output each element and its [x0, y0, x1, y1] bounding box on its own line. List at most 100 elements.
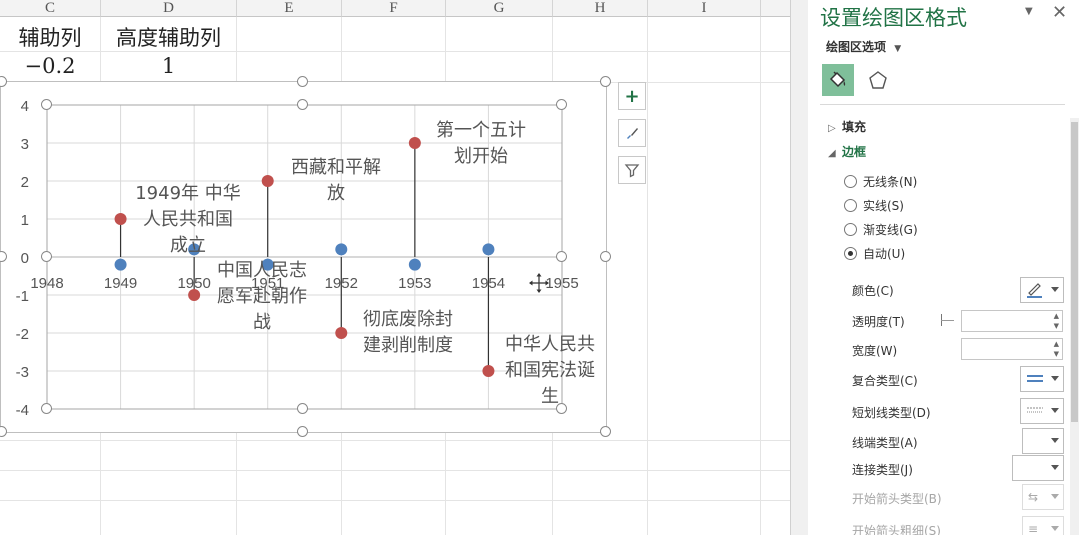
annotation-1954[interactable]: 中华人民共 和国宪法诞 生	[495, 332, 605, 410]
chart-handle-br[interactable]	[600, 426, 611, 437]
width-spinner[interactable]: ▲ ▼	[961, 338, 1063, 360]
dash-type-label: 短划线类型(D)	[852, 406, 931, 420]
annotation-1949-text: 1949年 中华 人民共和国 成立	[135, 183, 241, 256]
annotation-1954-text: 中华人民共 和国宪法诞 生	[505, 334, 595, 407]
plot-handle-ml[interactable]	[41, 251, 52, 262]
radio-automatic[interactable]: 自动(U)	[844, 245, 905, 262]
column-header-c[interactable]: C	[0, 0, 101, 17]
column-header-h[interactable]: H	[553, 0, 648, 17]
data-point-blue[interactable]	[482, 243, 495, 256]
chart-handle-tm[interactable]	[297, 76, 308, 87]
begin-arrow-size-label: 开始箭头粗细(S)	[852, 524, 941, 535]
column-header-j[interactable]	[761, 0, 790, 17]
chart-filters-button[interactable]	[618, 156, 646, 184]
begin-arrow-type-label: 开始箭头类型(B)	[852, 492, 942, 506]
data-point-blue[interactable]	[408, 258, 421, 271]
plot-handle-br[interactable]	[556, 403, 567, 414]
cell-c2[interactable]: −0.2	[24, 54, 76, 78]
data-point-red[interactable]	[335, 327, 348, 339]
move-cursor-icon	[529, 273, 549, 293]
column-header-e[interactable]: E	[237, 0, 342, 17]
lines-icon: ≡	[1028, 522, 1039, 535]
data-point-red[interactable]	[261, 175, 274, 187]
radio-circle[interactable]	[844, 175, 857, 188]
plot-handle-tm[interactable]	[297, 99, 308, 110]
spin-down-icon[interactable]: ▼	[1053, 322, 1059, 330]
chart-handle-mr[interactable]	[600, 251, 611, 262]
cell-d1[interactable]: 高度辅助列	[116, 26, 221, 50]
transparency-slider[interactable]	[940, 314, 954, 326]
plot-handle-tl[interactable]	[41, 99, 52, 110]
data-point-red[interactable]	[114, 213, 127, 225]
y-tick-label: 0	[21, 250, 29, 267]
radio-solid-line-label: 实线(S)	[863, 199, 904, 213]
radio-circle-selected[interactable]	[844, 247, 857, 260]
chart-handle-bm[interactable]	[297, 426, 308, 437]
annotation-1949[interactable]: 1949年 中华 人民共和国 成立	[133, 181, 243, 259]
chart-handle-ml[interactable]	[0, 251, 7, 262]
spin-up-icon[interactable]: ▲	[1053, 340, 1059, 348]
chart-elements-button[interactable]: +	[618, 82, 646, 110]
chevron-down-icon: ◢	[828, 148, 836, 159]
cell-d2[interactable]: 1	[161, 54, 176, 78]
effects-tab[interactable]	[864, 66, 892, 94]
radio-gradient-line[interactable]: 渐变线(G)	[844, 221, 918, 238]
radio-no-line-label: 无线条(N)	[863, 175, 918, 189]
radio-gradient-line-label: 渐变线(G)	[863, 223, 918, 237]
spin-up-icon[interactable]: ▲	[1053, 312, 1059, 320]
data-point-red[interactable]	[408, 137, 421, 149]
data-point-red[interactable]	[482, 365, 495, 377]
funnel-icon	[624, 164, 640, 178]
data-point-red[interactable]	[188, 289, 201, 301]
column-header-d[interactable]: D	[101, 0, 237, 17]
column-header-f[interactable]: F	[342, 0, 446, 17]
plot-handle-bm[interactable]	[297, 403, 308, 414]
chart-handle-tr[interactable]	[600, 76, 611, 87]
fill-line-tab[interactable]	[822, 64, 854, 96]
fill-section-header[interactable]: ▷填充	[828, 118, 866, 135]
annotation-1952[interactable]: 彻底废除封 建剥削制度	[353, 307, 463, 359]
annotation-1951-text: 西藏和平解 放	[291, 157, 381, 204]
annotation-1952-text: 彻底废除封 建剥削制度	[363, 309, 453, 356]
column-header-g[interactable]: G	[446, 0, 553, 17]
chart-styles-button[interactable]	[618, 119, 646, 147]
transparency-spinner[interactable]: ▲ ▼	[961, 310, 1063, 332]
radio-circle[interactable]	[844, 199, 857, 212]
pane-options-dropdown-icon[interactable]: ▼	[1025, 6, 1033, 17]
chart-handle-bl[interactable]	[0, 426, 7, 437]
plot-area-options-dropdown[interactable]: 绘图区选项 ▼	[826, 38, 901, 55]
cap-type-dropdown[interactable]	[1022, 428, 1064, 454]
radio-circle[interactable]	[844, 223, 857, 236]
annotation-1951[interactable]: 西藏和平解 放	[281, 155, 391, 207]
pen-color-icon	[1027, 283, 1042, 298]
begin-arrow-size-dropdown: ≡	[1022, 516, 1064, 535]
border-section-header[interactable]: ◢边框	[828, 143, 866, 160]
y-tick-label: -4	[16, 402, 29, 419]
color-picker-button[interactable]	[1020, 277, 1064, 303]
x-tick-label: 1951	[251, 275, 284, 292]
sheet-vertical-scrollbar[interactable]	[790, 0, 809, 535]
data-point-blue[interactable]	[261, 258, 274, 271]
cell-c1[interactable]: 辅助列	[18, 26, 82, 50]
chart-handle-tl[interactable]	[0, 76, 7, 87]
radio-no-line[interactable]: 无线条(N)	[844, 173, 917, 190]
data-point-blue[interactable]	[335, 243, 348, 256]
radio-solid-line[interactable]: 实线(S)	[844, 197, 904, 214]
compound-type-dropdown[interactable]	[1020, 366, 1064, 392]
column-header-i[interactable]: I	[648, 0, 761, 17]
dash-type-dropdown[interactable]	[1020, 398, 1064, 424]
data-point-blue[interactable]	[114, 258, 127, 271]
annotation-1950[interactable]: 中国人民志 愿军赴朝作 战	[207, 258, 317, 336]
data-point-blue[interactable]	[188, 243, 201, 256]
spin-down-icon[interactable]: ▼	[1053, 350, 1059, 358]
arrow-icon: ⇆	[1028, 490, 1039, 504]
plot-handle-tr[interactable]	[556, 99, 567, 110]
pane-scrollbar-thumb[interactable]	[1071, 122, 1078, 422]
join-type-dropdown[interactable]	[1012, 455, 1064, 481]
plot-handle-bl[interactable]	[41, 403, 52, 414]
annotation-1953[interactable]: 第一个五计 划开始	[426, 118, 536, 170]
plot-handle-mr[interactable]	[556, 251, 567, 262]
pane-close-button[interactable]: ✕	[1052, 2, 1068, 23]
